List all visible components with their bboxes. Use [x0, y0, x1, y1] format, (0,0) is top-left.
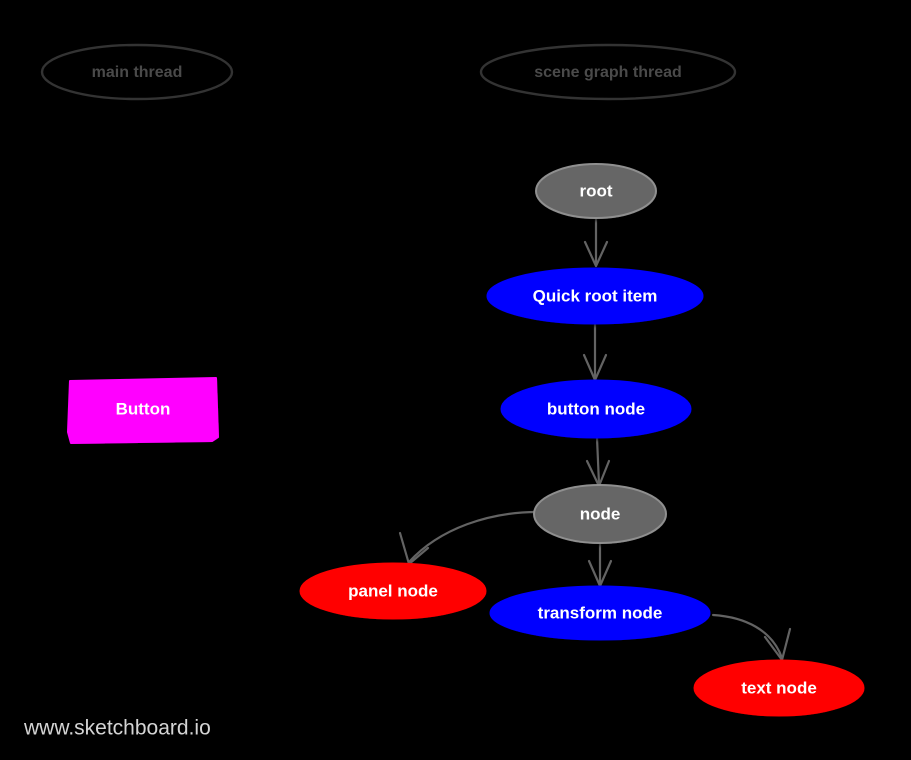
- node-ellipse[interactable]: [533, 484, 667, 544]
- root-label: root: [579, 181, 612, 200]
- node-node[interactable]: node: [533, 484, 667, 544]
- arrowhead-icon: [763, 627, 792, 662]
- node-transform-node[interactable]: transform node: [489, 585, 711, 641]
- edge-root-to-quick-root-item: [583, 217, 609, 268]
- node-label: node: [580, 504, 621, 523]
- node-button-node[interactable]: button node: [500, 379, 692, 439]
- swimlane-scene-graph-thread[interactable]: scene graph thread: [479, 43, 737, 101]
- button-node-label: button node: [547, 399, 645, 418]
- edge-line: [711, 613, 784, 660]
- transform-node-ellipse[interactable]: [489, 585, 711, 641]
- edge-transform-node-to-text-node: [711, 613, 792, 662]
- node-quick-root-item[interactable]: Quick root item: [486, 267, 704, 325]
- edge-node-to-panel-node: [398, 510, 539, 566]
- text-node-label: text node: [741, 678, 817, 697]
- transform-node-label: transform node: [538, 603, 663, 622]
- scene-graph-thread-ellipse[interactable]: [479, 43, 737, 101]
- main-thread-label: main thread: [92, 64, 183, 81]
- edge-quick-root-item-to-button-node: [582, 323, 608, 382]
- node-text-node[interactable]: text node: [693, 659, 865, 717]
- panel-node-label: panel node: [348, 581, 438, 600]
- swimlane-main-thread[interactable]: main thread: [40, 43, 234, 101]
- button-shape[interactable]: [67, 377, 219, 444]
- edge-button-node-to-node: [585, 436, 611, 488]
- button-label: Button: [116, 399, 171, 418]
- quick-root-item-ellipse[interactable]: [486, 267, 704, 325]
- quick-root-item-label: Quick root item: [533, 286, 658, 305]
- node-button[interactable]: Button: [67, 377, 219, 444]
- node-panel-node[interactable]: panel node: [299, 562, 487, 620]
- arrowhead-icon: [583, 240, 609, 268]
- main-thread-ellipse[interactable]: [40, 43, 234, 101]
- edge-line: [595, 436, 601, 486]
- edge-node-to-transform-node: [587, 541, 613, 588]
- edge-line: [407, 510, 539, 564]
- watermark-label: www.sketchboard.io: [23, 717, 211, 740]
- button-node-ellipse[interactable]: [500, 379, 692, 439]
- text-node-ellipse[interactable]: [693, 659, 865, 717]
- panel-node-ellipse[interactable]: [299, 562, 487, 620]
- scene-graph-thread-label: scene graph thread: [534, 64, 682, 81]
- node-root[interactable]: root: [535, 163, 657, 219]
- root-ellipse[interactable]: [535, 163, 657, 219]
